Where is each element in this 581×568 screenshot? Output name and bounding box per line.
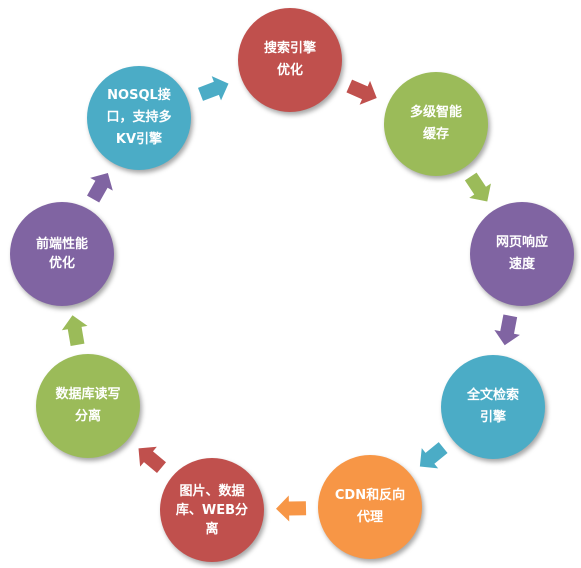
node-label-line: CDN和反向 (334, 488, 406, 503)
flow-arrow-n6-to-n7 (138, 446, 166, 474)
node-page-response-speed: 网页响应 速度 (470, 202, 574, 306)
node-label-line: 代理 (356, 510, 383, 525)
flow-arrow-n9-to-n1 (197, 76, 229, 101)
node-multilevel-cache: 多级智能 缓存 (384, 72, 488, 176)
node-image-db-web-separation: 图片、数据 库、WEB分 离 (160, 458, 264, 562)
node-label-line: 分离 (74, 409, 101, 424)
flow-arrow-n5-to-n6 (276, 495, 307, 522)
node-label-line: 优化 (276, 63, 303, 78)
node-label-line: 网页响应 (495, 235, 548, 250)
node-label-line: 全文检索 (466, 388, 519, 403)
node-label-line: 图片、数据 (179, 483, 245, 499)
node-label-line: 多级智能 (409, 105, 462, 120)
flow-arrow-n7-to-n8 (61, 315, 88, 346)
node-fulltext-search-engine: 全文检索 引擎 (441, 355, 545, 459)
node-label-line: 离 (205, 521, 219, 537)
flow-arrow-n4-to-n5 (419, 442, 448, 469)
node-label-line: 库、WEB分 (175, 502, 249, 518)
node-seo-optimization: 搜索引擎 优化 (238, 8, 342, 112)
node-nosql-interface: NOSQL接 口，支持多 KV引擎 (87, 66, 191, 170)
node-label-line: 缓存 (422, 127, 449, 142)
node-label-line: NOSQL接 (107, 88, 171, 103)
node-cdn-reverse-proxy: CDN和反向 代理 (318, 455, 422, 559)
node-db-read-write-split: 数据库读写 分离 (36, 354, 140, 458)
node-label-line: KV引擎 (115, 132, 163, 147)
node-label-line: 口，支持多 (106, 110, 172, 125)
node-label-line: 速度 (508, 257, 535, 272)
flow-arrow-n3-to-n4 (494, 314, 520, 346)
flow-arrow-n2-to-n3 (464, 172, 491, 202)
flow-arrow-n1-to-n2 (346, 79, 377, 105)
node-label-line: 搜索引擎 (263, 41, 316, 56)
flow-arrow-n8-to-n9 (87, 172, 113, 203)
node-label-line: 引擎 (479, 410, 506, 425)
node-frontend-performance: 前端性能 优化 (10, 202, 114, 306)
node-label-line: 优化 (48, 256, 75, 271)
node-label-line: 前端性能 (35, 237, 88, 252)
node-label-line: 数据库读写 (55, 387, 121, 402)
